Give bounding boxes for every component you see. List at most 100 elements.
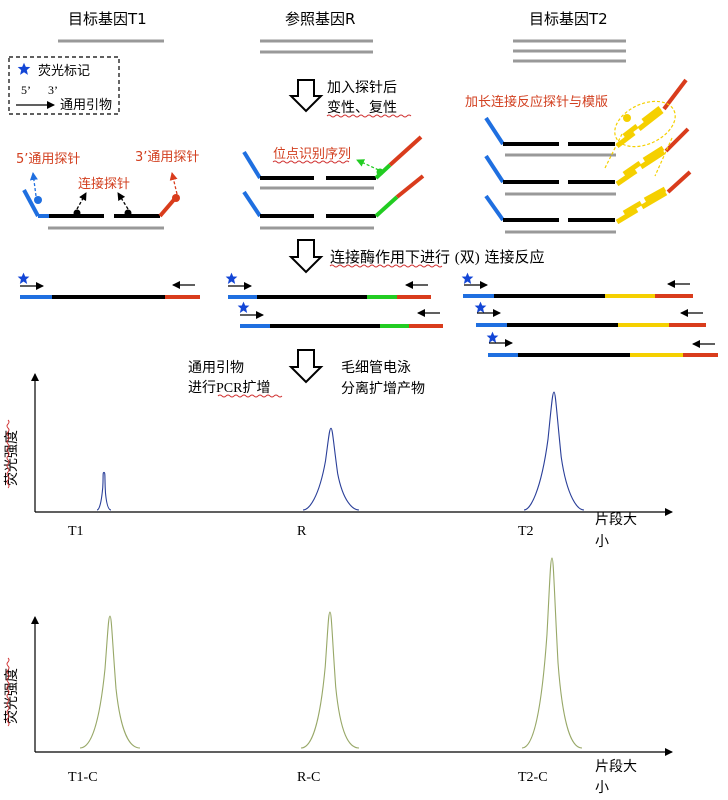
product-t2b-star-icon [474,301,487,313]
t2-r3-blue [484,194,505,222]
t2-r1-yellow-b [637,109,664,131]
t2-extension-dot [623,114,631,122]
step-ce-line1: 毛细管电泳 [341,360,411,376]
step-ligation-prefix: 连接酶作用下进行 [330,248,455,266]
chart2-tick-t2c: T2-C [518,770,548,785]
chart2-y-label: 荧光强度 [3,668,20,724]
gene-bars [58,39,626,63]
t2-r1-blue [484,116,505,146]
header-t2: 目标基因T2 [529,10,608,28]
t2-r3-yellow-c [622,200,643,216]
t1-three-pointer [169,172,178,195]
step-ligation-text: 连接酶作用下进行 (双) 连接反应 [330,248,545,266]
chart1-y-label: 荧光强度 [3,430,20,486]
spell-underline [217,394,283,398]
t2-extension-highlight [614,100,676,148]
t2-r3-yellow-d [643,186,667,203]
t2-r3-yellow-a [615,207,639,225]
legend-box: 荧光标记 5’ 3’ 通用引物 [8,56,120,115]
chart1-tick-t2: T2 [518,524,534,539]
ref-r2-green [374,195,399,218]
t1-five-dot [34,196,42,204]
ligation-products [17,272,718,357]
step-pcr-prefix: 进行 [188,380,216,396]
legend-three-prime: 3’ [48,83,58,97]
t2-r1-yellow-a [615,131,636,148]
chart2-peak-t2c [521,557,583,749]
ref-r2-blue-arm [242,190,262,218]
step-denature-line2: 变性、复性 [327,99,397,116]
ref-probe-diagram [242,135,425,230]
chart1-peak-t2 [523,391,585,511]
chart2-peak-rc [300,611,360,749]
chart1-x-label-line2: 小 [595,534,609,550]
chart2-peak-t1c [79,615,141,749]
step-denature-line1: 加入探针后 [327,80,397,96]
t1-probe-diagram [22,172,180,230]
t1-lig-pointer-left [76,192,87,210]
ref-r1-blue-arm [242,150,262,180]
step-pcr-suffix: 扩增 [242,380,270,396]
chart1-x-label-line1: 片段大 [595,512,637,528]
fluorescent-star-icon [17,62,31,75]
t2-r2-yellow-b [639,149,666,170]
chart2-tick-rc: R-C [297,770,320,785]
t1-five-pointer [29,172,38,197]
spell-underline [326,114,412,118]
chart1-tick-r: R [297,524,307,539]
t2-r2-yellow-c [622,160,642,177]
t2-r1-yellow-d [641,106,662,123]
product-t2c-star-icon [486,331,499,343]
header-ref: 参照基因R [285,10,355,28]
chart-control-peaks: 荧光强度 片段大 小 T1-C R-C T2-C [3,557,673,796]
chart-test-peaks: 荧光强度 片段大 小 T1 R T2 [3,373,673,550]
t2-r2-yellow-a [615,168,638,187]
step-pcr-latin: PCR [216,381,243,396]
step-ce-line2: 分离扩增产物 [341,380,425,397]
step-ligation-suffix: 连接反应 [480,248,545,266]
ref-r1-red [388,135,423,167]
spell-underline [6,657,10,727]
chart2-x-label-line1: 片段大 [595,759,637,775]
product-ref1-star-icon [225,272,238,284]
legend-fluorescent-label: 荧光标记 [38,64,90,79]
label-extension-probe: 加长连接反应探针与模版 [465,94,608,110]
legend-five-prime: 5’ [21,83,31,97]
chart1-peak-t1 [96,471,112,511]
ref-r2-red [395,174,425,199]
t1-lig-dot-left [73,209,81,217]
legend-primer-label: 通用引物 [60,98,112,113]
step-arrow-1-icon [288,79,324,113]
step-ligation-paren: (双) [455,249,480,266]
header-t1: 目标基因T1 [68,10,147,28]
label-three-prime-probe: 3’通用探针 [135,150,199,165]
step-pcr-line2: 进行PCR扩增 [188,380,270,396]
product-t2a-star-icon [461,272,474,284]
step-arrow-3-icon [288,349,324,384]
t2-r2-blue [484,154,505,184]
t2-r1-yellow-c [622,124,639,138]
t2-highlight-line-1 [604,133,623,169]
t2-r2-yellow-d [642,145,665,163]
chart2-x-label-line2: 小 [595,780,609,796]
t1-three-dot [172,194,180,202]
step-pcr-line1: 通用引物 [188,360,244,376]
product-ref2-star-icon [237,301,250,313]
label-five-prime-probe: 5’通用探针 [16,152,80,167]
t2-r1-red [662,78,688,111]
spell-underline [272,160,350,164]
t1-lig-dot-right [124,209,132,217]
t2-r2-red [664,127,690,153]
t2-r3-yellow-b [640,190,668,210]
step-arrow-2-icon [288,239,324,274]
chart1-peak-r [302,427,360,511]
t1-blue-arm [22,189,40,217]
spell-underline [6,419,10,489]
label-site-sequence: 位点识别序列 [273,147,351,162]
t2-highlight-line-2 [654,137,673,177]
label-ligation-probe: 连接探针 [78,176,130,192]
t2-r3-red [666,170,692,194]
t1-lig-pointer-right [117,192,129,210]
spell-underline [329,264,443,268]
product-t1-star-icon [17,272,30,284]
